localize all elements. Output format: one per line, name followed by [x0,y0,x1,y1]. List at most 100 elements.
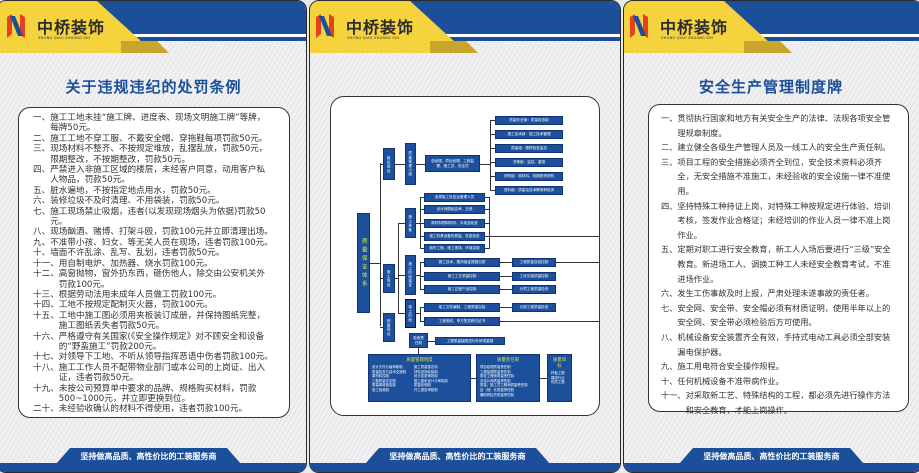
block-item: 设计文件分级审核制 [372,365,403,369]
item-text: 施工工地不穿工服、不戴安全帽、穿拖鞋每项罚款50元。 [50,133,268,144]
connector-line [485,209,489,210]
header-band-lower [0,37,306,41]
prep-node: 原材料预制构件、半成品检查 [424,219,485,228]
connector-line [490,190,495,191]
diagram-block: 质量责任制项目经理质量责任制工程监理质量责任制质检工程师质量责任制总设计师质量责… [476,354,540,402]
list-item: 六、发生工伤事故及时上报，严肃处理未遂事故的责任者。 [661,286,897,301]
block-item: 质量检验制 [413,383,431,388]
block-item: 兼职质检员质量责任制 [480,392,514,397]
connector-line [485,236,489,237]
header-stripe [624,34,919,37]
list-item: 七、施工现场禁止吸烟，违者(以发现现场烟头为依据)罚款50元。 [33,207,273,228]
org-dept-node: 资料组：质量及技术教育和培训 [495,186,563,195]
penalty-list: 一、施工工地未挂“施工牌、进度表、现场文明施工牌”等牌，每牌50元。二、施工工地… [33,113,273,415]
item-text: 工地中施工图必须用夹板装订成册，并保持图纸完整，施工图纸丢失者罚款50元。 [58,310,266,332]
item-number: 九、 [661,361,678,372]
list-item: 一、贯彻执行国家和地方有关安全生产的法律、法规各项安全管理规章制度。 [661,111,897,140]
brand-subtitle: ZHONG QIAO ZHUANG SHI [38,36,90,40]
level1-node: 组织保证 [383,148,395,180]
block-item: 工程监理质量责任制 [480,369,511,374]
footer-band [0,463,306,472]
list-item: 七、安全网、安全带、安全帽必须有材质证明，使用半年以上的安全网、安全带必须检验后… [661,301,897,330]
item-text: 墙面不许乱涂、乱写、乱划，违者罚款50元。 [50,248,225,259]
item-number: 五、 [661,244,678,255]
item-text: 安全网、安全带、安全帽必须有材质证明，使用半年以上的安全网、安全带必须检验后方可… [677,302,891,328]
connector-line [490,134,495,135]
connector-line [416,223,420,224]
item-number: 六、 [661,288,678,299]
list-item: 十六、严格遵守有关国家(《安全操作规定》对不顾安全和设备的“野蛮施工”罚款200… [33,332,273,353]
item-number: 十、 [33,248,51,259]
list-item: 四、严禁进入非施工区域的楼层，未经客户同意，动用客户私人物品，罚款50元。 [33,165,273,186]
list-item: 十一、对采取新工艺、特殊结构的工程，都必须先进行操作方法和安全教育，才能上岗操作… [661,388,897,417]
block-item: 材料进场检验制 [413,369,438,374]
block-item: 工程质量评定制 [372,378,396,383]
item-text: 装修垃圾不及时清理、不用袋装，罚款50元。 [50,196,225,207]
item-text: 未经验收确认的材料不得使用，违者罚款100元。 [58,404,248,415]
brand-logo-icon [630,14,648,38]
connector-line [420,236,424,237]
connector-line [380,278,383,279]
header-gold-accent [744,41,792,53]
item-number: 三、 [33,144,51,155]
item-number: 七、 [661,302,678,313]
block-item: 样板工程 [551,371,565,375]
item-number: 七、 [33,206,51,217]
connector-line [500,307,512,308]
item-text: 脏水遍地，不按指定地点用水，罚款50元。 [50,185,216,196]
block-item: 设计变更审批制 [413,374,438,379]
footer-band [624,463,919,472]
level1-node: 施工保证 [383,264,395,293]
list-item: 六、装修垃圾不及时清理、不用袋装，罚款50元。 [33,196,273,206]
footer-slogan: 坚持做高品质、高性价比的工装服务商 [679,448,864,464]
connector-line [380,327,383,328]
block-item: 开工报告审核制 [413,387,438,392]
prep-node: 施工机具设备的质量、性能检查 [424,232,485,241]
item-number: 六、 [33,196,51,207]
connector-line [490,120,495,121]
list-item: 二十、未经验收确认的材料不得使用，违者罚款100元。 [33,404,273,414]
connector-line [398,223,399,314]
item-text: 根据劳动法用未成年人员做工罚款100元。 [58,289,222,300]
item-number: 二、 [661,142,678,153]
header-gold-accent [121,41,169,53]
level2-node: 验收责任制 [409,333,428,348]
stage-node: 施工工艺质量控制 [424,272,500,281]
block-item: 质量检查与技术交底制 [372,369,406,374]
left-title: 关于违规违纪的处罚条例 [65,78,242,96]
diagram-block: 质量管理制度设计文件分级审核制质量检查与技术交底制原材料控制工程质量评定制质量事… [368,354,471,402]
stage-check-node: 工序交接质量控制 [512,272,556,281]
list-item: 八、机械设备安全装置齐全有效，手持式电动工具必须全部安装漏电保护器。 [661,330,897,359]
connector-line [500,276,512,277]
item-text: 对领导下工地、不听从领导指挥恶语中伤者罚款100元。 [58,352,273,363]
list-item: 三、项目工程的安全措施必须齐全到位，安全技术资料必须齐全，无安全措施不准施工，未… [661,155,897,199]
brand-logo-icon [7,14,25,38]
brand-subtitle: ZHONG QIAO ZHUANG SHI [347,36,399,40]
level2-node: 竣工阶段 [405,299,416,328]
stage-node: 施工过程产品控制 [424,285,500,294]
brand-subtitle: ZHONG QIAO ZHUANG SHI [661,36,713,40]
item-text: 高窗抛物，窗外扔东西，砸伤他人，除交由公安机关外罚款100元。 [58,269,266,290]
item-number: 一、 [661,113,678,123]
block-item: 原材料控制 [372,374,389,379]
connector-line [370,263,380,264]
item-text: 用自制电炉、加热器、烧水罚款100元。 [58,258,213,269]
block-title: 质量管理制度 [406,358,433,363]
item-text: 不准带小孩、妇女、等无关人员在现场，违者罚款100元。 [50,237,273,248]
footer-band [310,463,620,472]
list-item: 十四、工地不按规定配制灭火器，罚款100元。 [33,300,273,310]
item-text: 项目工程的安全措施必须齐全到位，安全技术资料必须齐全，无安全措施不准施工，未经验… [677,156,891,196]
footer-slogan: 坚持做高品质、高性价比的工装服务商 [56,448,241,464]
connector-line [500,289,512,290]
connector-line [420,223,424,224]
item-text: 机械设备安全装置齐全有效，手持式电动工具必须全部安装漏电保护器。 [677,331,891,357]
connector-line [416,275,420,276]
connector-line [485,223,489,224]
connector-line [490,176,495,177]
item-text: 施工工作人员不配带物业部门或本公司的上岗证、出入证，违者罚款50元。 [58,362,266,384]
item-number: 十二、 [33,269,59,280]
left-text-box [18,107,290,418]
connector-line [395,164,405,165]
stage-check-node: 工程质量自检控制 [512,258,556,267]
level2-node: 质量管理小组 [405,143,416,185]
